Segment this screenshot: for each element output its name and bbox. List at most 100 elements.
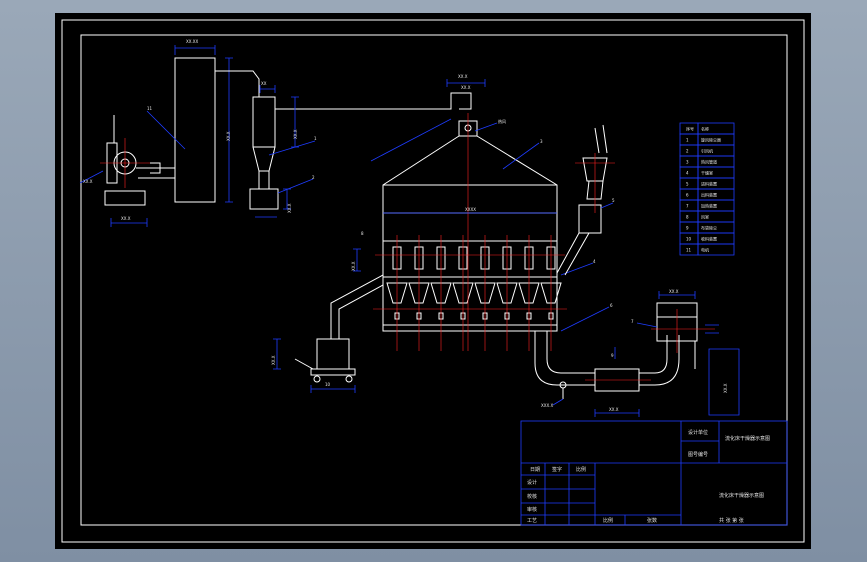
dim-tank-height: XX.X (226, 131, 231, 141)
dryer-windows (392, 246, 556, 270)
dim-collector-h: XX.X (723, 383, 728, 393)
parts-cell-no (679, 144, 699, 157)
fan-assembly (104, 57, 216, 206)
inner-frame (80, 34, 788, 526)
dryer-body (382, 92, 558, 332)
parts-cell-no (679, 133, 699, 146)
dryer-hoppers (386, 282, 562, 320)
dryer-hopper (474, 282, 496, 304)
outer-frame (61, 19, 805, 543)
parts-no: 9 (686, 226, 689, 231)
heater-centerlines (585, 309, 715, 381)
discharge-dims (273, 338, 356, 393)
callout-10: 10 (325, 382, 331, 387)
tb-row-1: 设计 (527, 479, 537, 486)
parts-name: 旋风除尘器 (701, 137, 721, 143)
parts-no: 7 (686, 204, 689, 209)
parts-cell-no (679, 177, 699, 190)
parts-no: 6 (686, 193, 689, 198)
dryer-hopper (452, 282, 474, 304)
dim-cyclone-top: XX (261, 81, 267, 86)
tb-row-3: 审核 (527, 506, 537, 513)
callout-6: 6 (610, 303, 613, 308)
tb-col-sign: 签字 (552, 466, 562, 473)
dim-bed-width: XXXX (465, 207, 476, 212)
parts-no: 2 (686, 149, 689, 154)
callout-2: 2 (312, 175, 315, 180)
dim-outlet-label: XXX.X (541, 403, 553, 408)
tb-drawing-name: 流化床干燥器示意图 (719, 492, 764, 499)
dryer-dims (353, 79, 610, 332)
tb-drawing-title: 流化床干燥器示意图 (725, 435, 770, 442)
parts-cell-name (697, 243, 735, 256)
dryer-hopper (408, 282, 430, 304)
parts-name: 进料装置 (701, 181, 717, 187)
dim-outlet-vert: XX.X (271, 355, 276, 365)
parts-cell-no (679, 199, 699, 212)
parts-cell-no (679, 188, 699, 201)
dryer-hopper (386, 282, 408, 304)
dim-fan-bottom: XX.X (121, 216, 131, 221)
dim-cyclone-h: XX.X (293, 129, 298, 139)
dryer-hopper (496, 282, 518, 304)
tb-drawing-no: 图号编号 (688, 451, 708, 458)
dryer-hopper (540, 282, 562, 304)
parts-cell-no (679, 155, 699, 168)
callout-4: 4 (593, 259, 596, 264)
callout-3: 3 (540, 139, 543, 144)
callout-5: 5 (612, 198, 615, 203)
dim-inlet-sub: XX.X (461, 85, 471, 90)
dryer-hopper (430, 282, 452, 304)
dim-top-left: XX.XX (186, 39, 198, 44)
parts-no: 8 (686, 215, 689, 220)
parts-no: 4 (686, 171, 689, 176)
dim-heater-w: XX.X (609, 407, 619, 412)
parts-no: 11 (686, 248, 692, 253)
dim-collector-w: XX.X (669, 289, 679, 294)
parts-no: 序号 (686, 126, 694, 132)
callout-7: 7 (631, 319, 634, 324)
discharge-unit (294, 274, 384, 383)
heater-line (534, 302, 698, 399)
parts-name: 热风管道 (701, 159, 717, 165)
tb-company: 设计单位 (688, 429, 708, 436)
parts-name: 加热装置 (701, 203, 717, 209)
cyclone-dims (255, 85, 316, 218)
callout-8: 8 (361, 231, 364, 236)
fan-centerline (100, 138, 150, 188)
cyclone (215, 70, 459, 210)
callout-9: 9 (611, 353, 614, 358)
parts-name: 收料装置 (701, 236, 717, 242)
callout-1: 1 (314, 136, 317, 141)
tb-col-scale: 比例 (576, 466, 586, 473)
parts-name: 出料装置 (701, 192, 717, 198)
heater-dims (552, 291, 740, 417)
parts-no: 3 (686, 160, 689, 165)
parts-name: 电机 (701, 247, 709, 253)
drawing-sheet[interactable]: XX.XX XX.X XX.X XX.X 11 (55, 13, 811, 549)
feed-leader (600, 202, 614, 209)
tb-footer: 共 张 第 张 (719, 517, 744, 524)
tb-row-2: 校核 (527, 493, 537, 500)
parts-name: 引风机 (701, 148, 713, 154)
feed-unit (556, 124, 608, 276)
feed-centerline (575, 153, 615, 213)
tb-row-4: 工艺 (527, 518, 537, 524)
parts-cell-no (679, 210, 699, 223)
tb-col-date: 日期 (530, 467, 540, 473)
parts-no: 5 (686, 182, 689, 187)
parts-no: 10 (686, 237, 692, 242)
dryer-centerlines (373, 113, 567, 351)
dim-fan-left: XX.X (83, 179, 93, 184)
dryer-axis-line (373, 254, 567, 310)
dryer-hopper (518, 282, 540, 304)
process-diagram: XX.XX XX.X XX.X XX.X 11 (61, 19, 805, 543)
label-hot-air: 热风 (498, 118, 506, 124)
parts-name: 布袋除尘 (701, 225, 717, 231)
parts-name: 干燥室 (701, 170, 713, 176)
fan-dims (79, 45, 233, 227)
parts-cell-no (679, 166, 699, 179)
tb-sheet-label: 张数 (647, 517, 657, 524)
